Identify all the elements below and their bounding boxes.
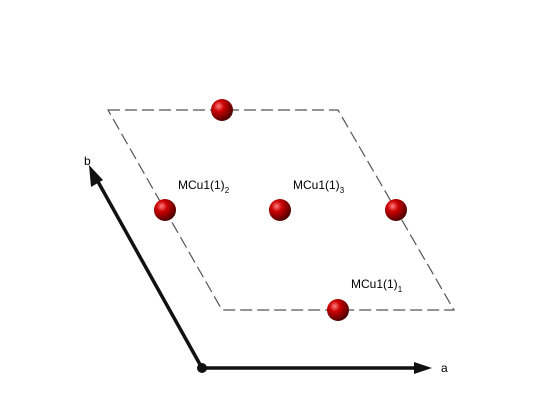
atom-label-subscript: 1 [398,285,403,294]
b-axis-label: b [84,154,91,168]
atom-label-mcu1-1: MCu1(1)1 [351,277,403,294]
b-axis: b [84,154,204,369]
atom-label-main: MCu1(1) [351,277,398,291]
atom-label-subscript: 3 [340,186,345,195]
atom-label-mcu1-2: MCu1(1)2 [178,178,230,195]
atom-sphere [327,299,349,321]
a-axis: a [202,361,448,375]
atom-label-main: MCu1(1) [178,178,225,192]
atom-label-subscript: 2 [225,186,230,195]
atom-sphere [385,199,407,221]
origin-point [197,363,207,373]
a-axis-label: a [441,361,448,375]
b-axis-arrow [90,170,204,369]
atom-sphere [211,99,233,121]
a-axis-arrowhead [414,362,432,374]
atom-sphere [269,199,291,221]
atom-sphere [154,199,176,221]
atom-label-mcu1-3: MCu1(1)3 [293,178,345,195]
unit-cell-outline [106,109,456,311]
atom-label-main: MCu1(1) [293,178,340,192]
b-axis-arrowhead [89,165,103,187]
